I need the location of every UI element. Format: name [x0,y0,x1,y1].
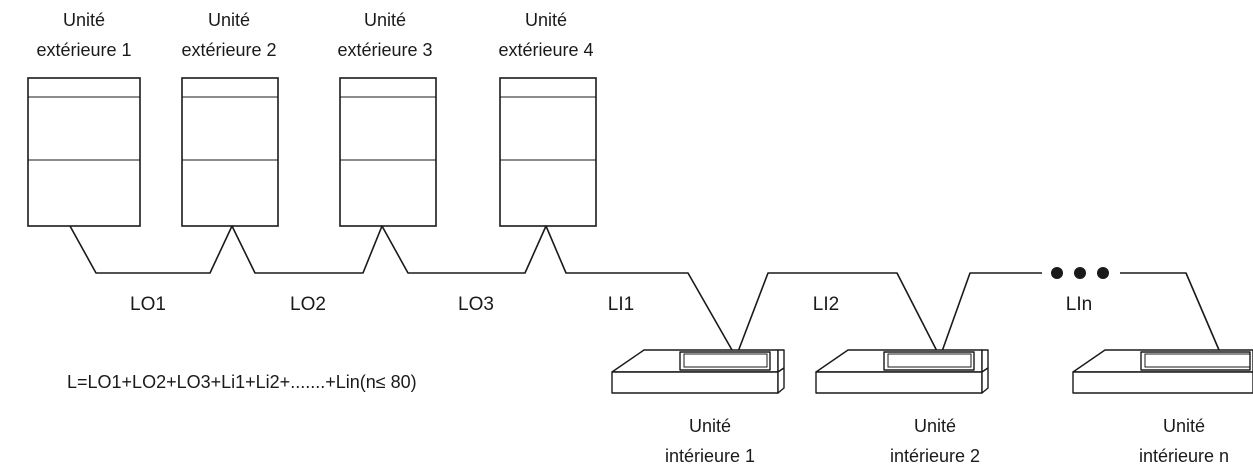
svg-text:Unité: Unité [525,10,567,30]
outdoor-unit-1-caption: Unité extérieure 1 [36,10,131,60]
segment-label-lin: LIn [1066,294,1092,315]
indoor-unit-2-caption: Unité intérieure 2 [890,416,980,466]
outdoor-unit-3-caption: Unité extérieure 3 [337,10,432,60]
outdoor-unit-2-caption: Unité extérieure 2 [181,10,276,60]
length-formula: L=LO1+LO2+LO3+Li1+Li2+.......+Lin(n≤ 80) [67,372,417,392]
svg-text:intérieure n: intérieure n [1139,446,1229,466]
svg-text:intérieure 1: intérieure 1 [665,446,755,466]
indoor-unit-n-caption: Unité intérieure n [1139,416,1229,466]
svg-text:extérieure 4: extérieure 4 [498,40,593,60]
svg-text:Unité: Unité [208,10,250,30]
outdoor-unit-1 [27,77,141,227]
indoor-unit-n [1072,349,1253,394]
svg-text:extérieure 3: extérieure 3 [337,40,432,60]
outdoor-unit-3 [339,77,437,227]
indoor-unit-2 [815,349,989,394]
svg-text:Unité: Unité [689,416,731,436]
outdoor-unit-4 [499,77,597,227]
segment-label-lo2: LO2 [290,294,326,315]
indoor-unit-1-caption: Unité intérieure 1 [665,416,755,466]
segment-label-li1: LI1 [608,294,634,315]
outdoor-unit-2 [181,77,279,227]
segment-label-li2: LI2 [813,294,839,315]
svg-text:Unité: Unité [1163,416,1205,436]
continuation-dots [1051,267,1109,279]
segment-label-lo3: LO3 [458,294,494,315]
segment-label-lo1: LO1 [130,294,166,315]
svg-text:extérieure 1: extérieure 1 [36,40,131,60]
svg-text:Unité: Unité [63,10,105,30]
svg-text:extérieure 2: extérieure 2 [181,40,276,60]
svg-text:intérieure 2: intérieure 2 [890,446,980,466]
refrigerant-pipe [69,225,1223,358]
svg-text:Unité: Unité [914,416,956,436]
outdoor-unit-4-caption: Unité extérieure 4 [498,10,593,60]
svg-text:Unité: Unité [364,10,406,30]
indoor-unit-1 [611,349,785,394]
